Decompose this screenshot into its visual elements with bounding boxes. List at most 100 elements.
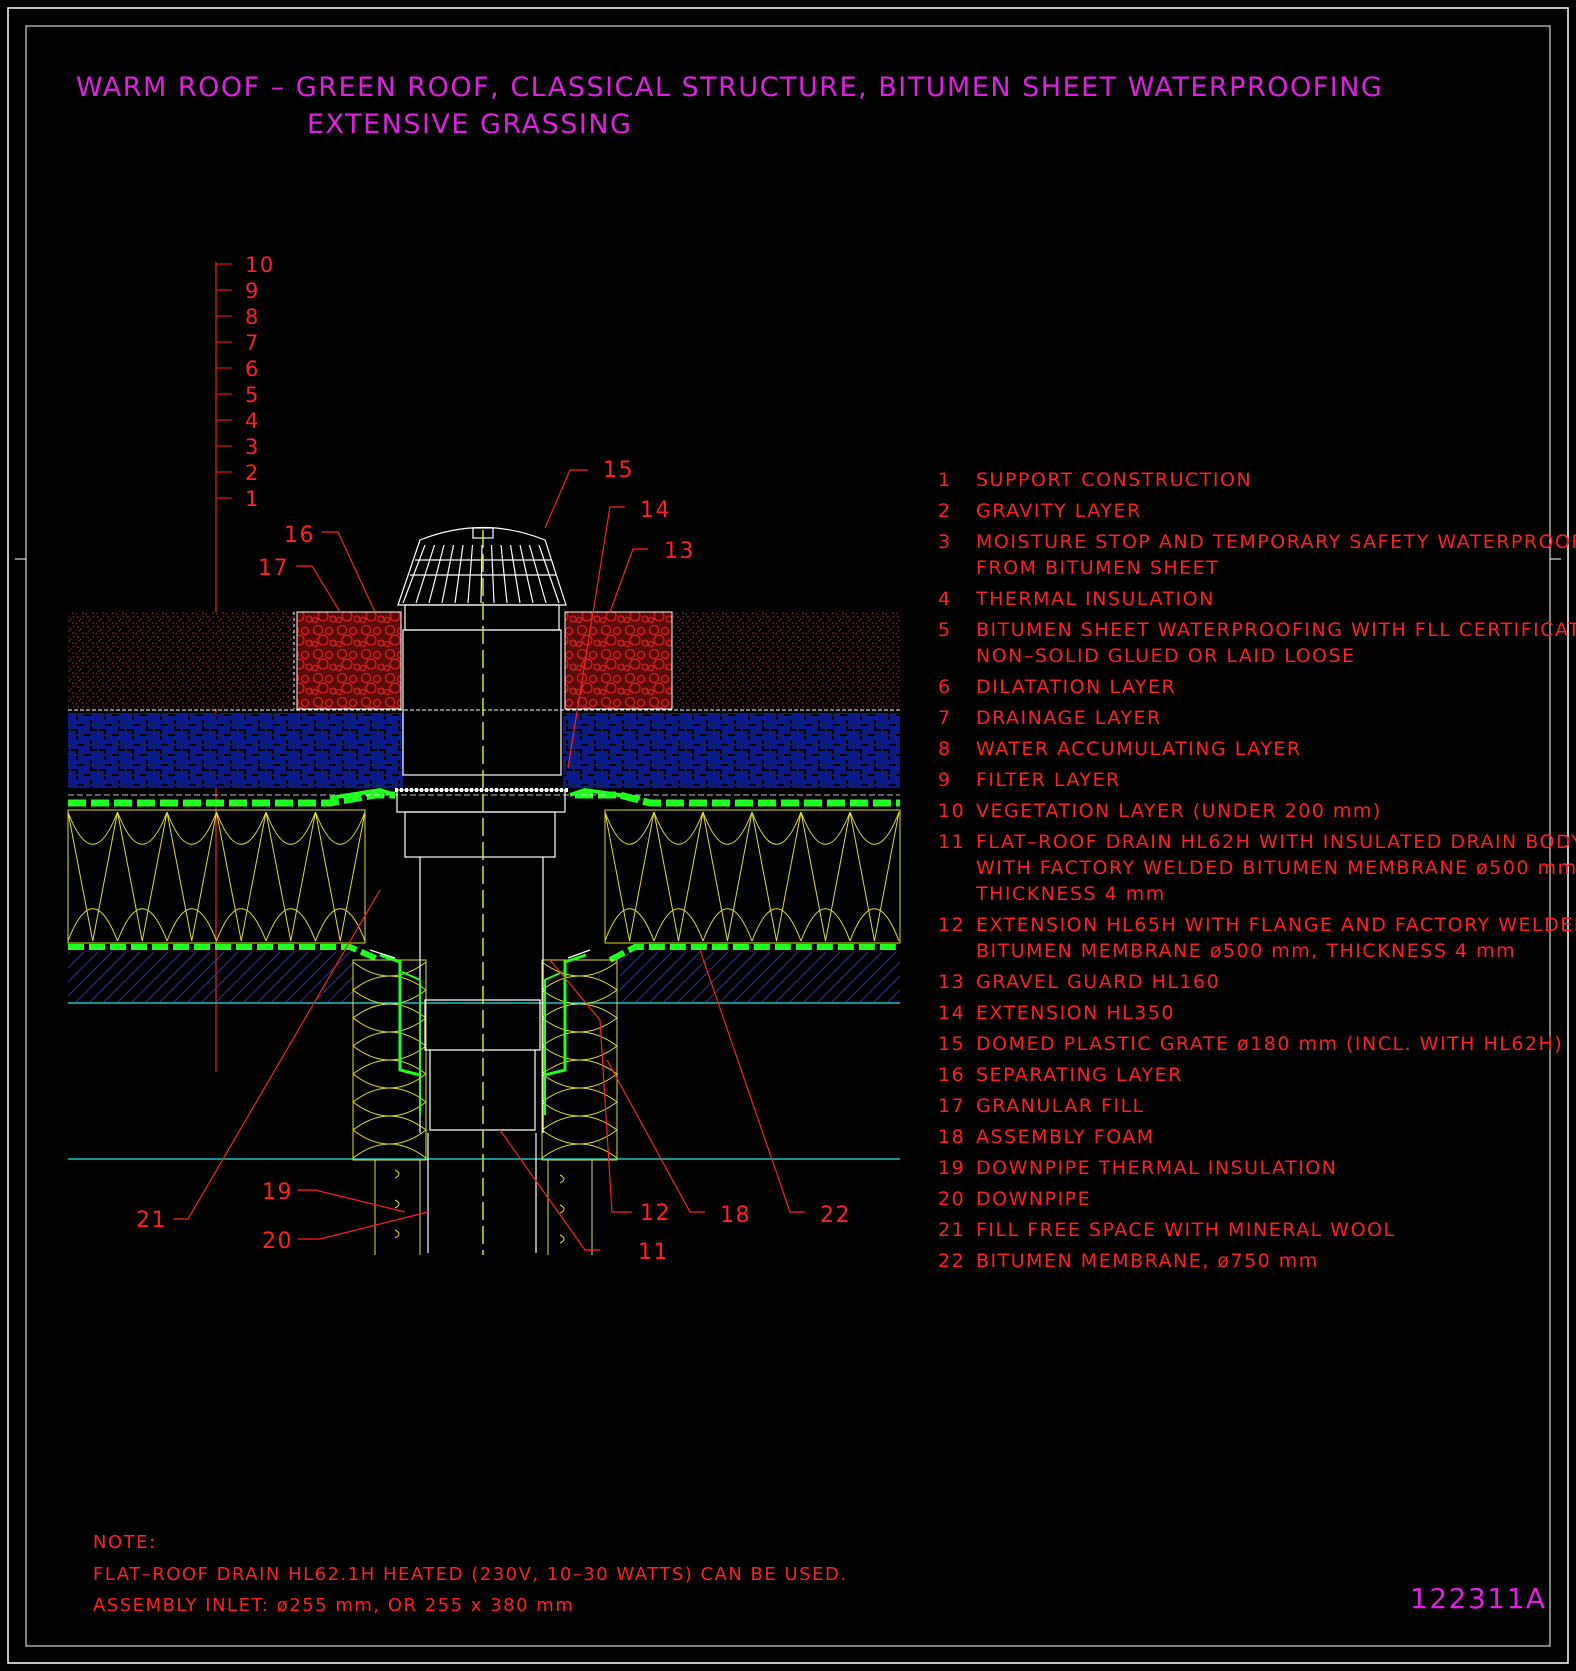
- legend-number-15: 15: [938, 1033, 965, 1055]
- callout-12: 12: [640, 1201, 671, 1226]
- legend-text-12: BITUMEN MEMBRANE ø500 mm, THICKNESS 4 mm: [976, 940, 1516, 962]
- legend-number-16: 16: [938, 1064, 965, 1086]
- legend-text-11: THICKNESS 4 mm: [975, 883, 1166, 905]
- vegetation-layer-left: [68, 612, 296, 709]
- legend-text-7: DRAINAGE LAYER: [976, 707, 1162, 729]
- legend-text-3: MOISTURE STOP AND TEMPORARY SAFETY WATER…: [976, 531, 1576, 553]
- legend-number-12: 12: [938, 914, 965, 936]
- legend-text-10: VEGETATION LAYER (UNDER 200 mm): [976, 800, 1382, 822]
- callout-22: 22: [820, 1203, 851, 1228]
- legend-text-20: DOWNPIPE: [976, 1188, 1091, 1210]
- callout-14: 14: [640, 498, 671, 523]
- callout-11: 11: [638, 1240, 669, 1265]
- legend-text-6: DILATATION LAYER: [976, 676, 1176, 698]
- note-line-2: ASSEMBLY INLET: ø255 mm, OR 255 x 380 mm: [93, 1595, 574, 1616]
- downpipe-insulation-right: [541, 959, 618, 1161]
- legend-text-5: BITUMEN SHEET WATERPROOFING WITH FLL CER…: [976, 619, 1576, 641]
- note-heading: NOTE:: [93, 1532, 157, 1553]
- title-line-1: WARM ROOF – GREEN ROOF, CLASSICAL STRUCT…: [76, 72, 1383, 103]
- legend-number-22: 22: [938, 1250, 965, 1272]
- drainage-layer-right: [563, 713, 900, 788]
- scale-label-9: 9: [245, 279, 260, 303]
- granular-fill-left: [296, 611, 402, 710]
- legend-text-2: GRAVITY LAYER: [976, 500, 1142, 522]
- legend-number-6: 6: [938, 676, 952, 698]
- legend-text-11: WITH FACTORY WELDED BITUMEN MEMBRANE ø50…: [976, 857, 1576, 879]
- foam-springs: [374, 1160, 593, 1255]
- legend-number-8: 8: [938, 738, 952, 760]
- scale-label-8: 8: [245, 305, 260, 329]
- waterproofing-membrane: [68, 791, 900, 807]
- granular-fill-right: [564, 611, 673, 710]
- legend-text-18: ASSEMBLY FOAM: [976, 1126, 1155, 1148]
- legend-text-15: DOMED PLASTIC GRATE ø180 mm (INCL. WITH …: [976, 1033, 1563, 1055]
- legend-number-9: 9: [938, 769, 952, 791]
- legend-text-8: WATER ACCUMULATING LAYER: [976, 738, 1302, 760]
- inner-frame: [25, 25, 1551, 1647]
- callout-20: 20: [262, 1229, 293, 1254]
- scale-label-2: 2: [245, 461, 260, 485]
- callout-leaders: [173, 469, 805, 1251]
- legend-text-13: GRAVEL GUARD HL160: [976, 971, 1220, 993]
- legend-number-2: 2: [938, 500, 952, 522]
- scale-label-7: 7: [245, 331, 260, 355]
- outer-frame: [7, 7, 1569, 1664]
- legend-number-14: 14: [938, 1002, 965, 1024]
- domed-grate: [397, 526, 567, 631]
- callout-18: 18: [720, 1203, 751, 1228]
- roof-section: [67, 526, 901, 1255]
- scale-label-1: 1: [245, 487, 260, 511]
- legend-number-5: 5: [938, 619, 952, 641]
- legend-number-4: 4: [938, 588, 952, 610]
- downpipe-insulation-left: [352, 959, 427, 1161]
- legend-number-18: 18: [938, 1126, 965, 1148]
- callout-19: 19: [262, 1180, 293, 1205]
- legend-text-21: FILL FREE SPACE WITH MINERAL WOOL: [976, 1219, 1396, 1241]
- thermal-insulation-right: [604, 809, 901, 944]
- legend-text-9: FILTER LAYER: [976, 769, 1121, 791]
- support-construction: [68, 952, 353, 1002]
- scale-label-3: 3: [245, 435, 260, 459]
- thermal-insulation-left: [67, 809, 366, 944]
- legend-text-5: NON–SOLID GLUED OR LAID LOOSE: [976, 645, 1356, 667]
- legend-number-20: 20: [938, 1188, 965, 1210]
- callout-21: 21: [136, 1208, 167, 1233]
- callout-17: 17: [258, 556, 289, 581]
- legend-text-4: THERMAL INSULATION: [975, 588, 1215, 610]
- legend-text-12: EXTENSION HL65H WITH FLANGE AND FACTORY …: [976, 914, 1576, 936]
- support-construction-right: [620, 952, 900, 1002]
- legend-number-17: 17: [938, 1095, 965, 1117]
- scale-label-6: 6: [245, 357, 260, 381]
- drainage-layer-left: [68, 713, 403, 788]
- legend-number-10: 10: [938, 800, 965, 822]
- legend-text-16: SEPARATING LAYER: [976, 1064, 1183, 1086]
- scale-label-5: 5: [245, 383, 260, 407]
- moisture-stop-membrane: [68, 944, 900, 963]
- legend-text-3: FROM BITUMEN SHEET: [976, 557, 1219, 579]
- legend-text-17: GRANULAR FILL: [976, 1095, 1145, 1117]
- legend-number-3: 3: [938, 531, 952, 553]
- callout-13: 13: [664, 539, 695, 564]
- scale-label-4: 4: [245, 409, 260, 433]
- drawing-number: 122311A: [1410, 1582, 1547, 1615]
- legend-number-1: 1: [938, 469, 952, 491]
- legend-number-19: 19: [938, 1157, 965, 1179]
- legend-text-22: BITUMEN MEMBRANE, ø750 mm: [976, 1250, 1319, 1272]
- legend-text-1: SUPPORT CONSTRUCTION: [976, 469, 1252, 491]
- vegetation-layer-right: [673, 612, 900, 709]
- legend-text-14: EXTENSION HL350: [976, 1002, 1175, 1024]
- drain-flange-membrane: [329, 787, 641, 800]
- legend-number-11: 11: [938, 831, 965, 853]
- scale-label-10: 10: [245, 253, 275, 277]
- title-line-2: EXTENSIVE GRASSING: [307, 109, 632, 140]
- callout-16: 16: [284, 523, 315, 548]
- legend-number-7: 7: [938, 707, 952, 729]
- legend-number-21: 21: [938, 1219, 965, 1241]
- legend-text-19: DOWNPIPE THERMAL INSULATION: [976, 1157, 1337, 1179]
- callout-15: 15: [603, 458, 634, 483]
- callout-labels: 15 14 13 16 17 21 19 20 11 12 18 22: [136, 458, 851, 1265]
- legend: 1 SUPPORT CONSTRUCTION 2 GRAVITY LAYER 3 MOIS…: [938, 469, 1576, 1272]
- note-block: NOTE: FLAT–ROOF DRAIN HL62.1H HEATED (23…: [93, 1532, 848, 1616]
- note-line-1: FLAT–ROOF DRAIN HL62.1H HEATED (230V, 10…: [93, 1564, 848, 1585]
